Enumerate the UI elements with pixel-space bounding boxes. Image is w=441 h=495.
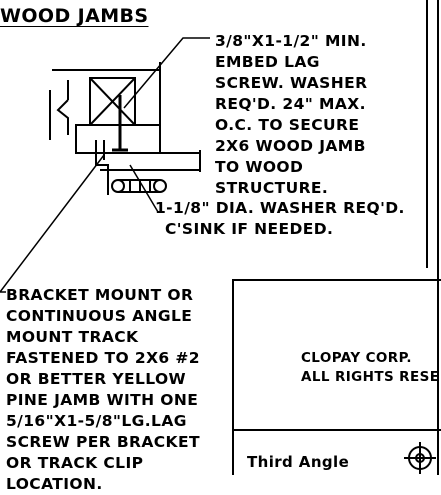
washer-note-line: C'SINK IF NEEDED. [165,220,334,238]
title-block-company: CLOPAY CORP. [301,350,412,366]
bracket-note: BRACKET MOUNT OR CONTINUOUS ANGLE MOUNT … [6,285,200,495]
bracket-note-line: BRACKET MOUNT OR [6,286,194,304]
bracket-note-line: OR BETTER YELLOW [6,370,187,388]
lag-screw-note: 3/8"x1-1/2" MIN. EMBED LAG SCREW. WASHER… [215,31,367,199]
wood-structure-cross-2 [89,77,136,126]
leader-bracket [0,154,105,293]
lag-note-line: 3/8"x1-1/2" MIN. [215,32,367,50]
bracket-note-line: CONTINUOUS ANGLE [6,307,193,325]
title-block-frame [232,279,441,475]
lag-note-line: SCREW. WASHER [215,74,368,92]
leader-washer [129,164,159,213]
drawing-title: WOOD JAMBS [0,5,149,27]
bracket-note-line: PINE JAMB WITH ONE [6,391,199,409]
roller-2 [153,179,167,193]
track-bracket [95,140,109,195]
title-block-rights: ALL RIGHTS RESE [301,369,440,385]
lag-note-line: STRUCTURE. [215,179,329,197]
break-line-left [56,99,69,135]
bracket-note-line: MOUNT TRACK [6,328,139,346]
lag-note-line: 2x6 WOOD JAMB [215,137,366,155]
lag-note-line: REQ'D. 24" MAX. [215,95,366,113]
washer-note: 1-1/8" DIA. WASHER REQ'D. C'SINK IF NEED… [155,198,405,240]
bracket-note-line: LOCATION. [6,475,103,493]
bracket-note-line: FASTENED TO 2X6 #2 [6,349,200,367]
bracket-note-line: SCREW PER BRACKET [6,433,200,451]
bracket-note-line: OR TRACK CLIP [6,454,144,472]
washer-note-line: 1-1/8" DIA. WASHER REQ'D. [155,199,405,217]
title-block-projection: Third Angle [247,453,350,471]
lag-note-line: TO WOOD [215,158,304,176]
wood-jamb-detail-drawing [0,0,441,475]
lag-note-line: O.C. TO SECURE [215,116,360,134]
roller-1 [111,179,125,193]
lag-note-line: EMBED LAG [215,53,320,71]
leader-lag-screw [123,37,210,109]
bracket-note-line: 5/16"X1-5/8"LG.LAG [6,412,187,430]
